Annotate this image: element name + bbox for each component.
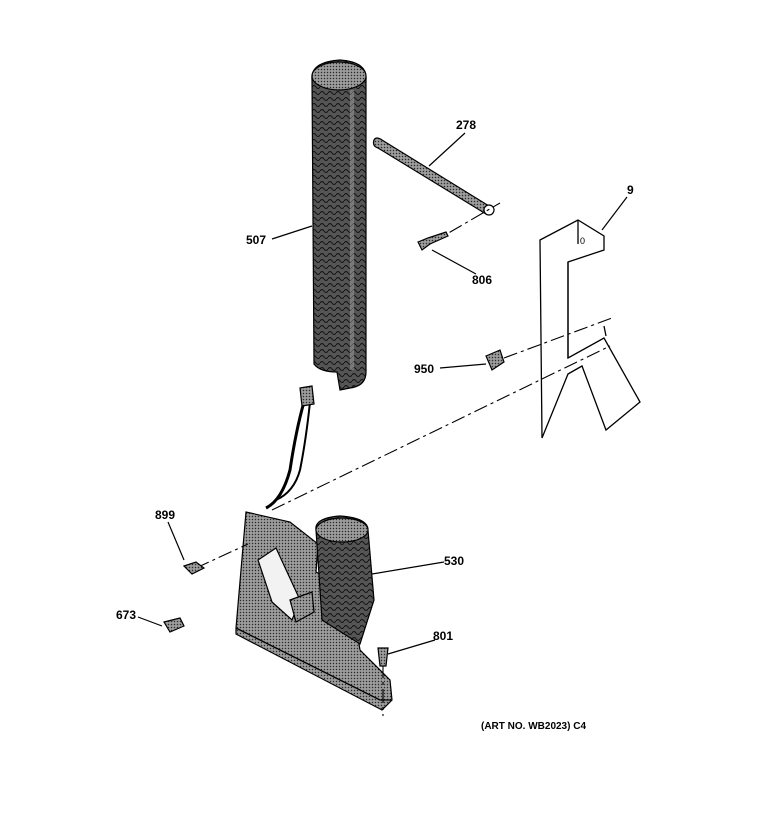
label-9: 9 bbox=[627, 183, 634, 197]
screw-899 bbox=[182, 561, 206, 575]
screw-801 bbox=[377, 647, 389, 667]
label-899: 899 bbox=[155, 508, 175, 522]
label-950: 950 bbox=[414, 362, 434, 376]
label-507: 507 bbox=[246, 233, 266, 247]
fan-motor-assembly-530 bbox=[235, 511, 393, 711]
label-530: 530 bbox=[444, 554, 464, 568]
label-806: 806 bbox=[472, 273, 492, 287]
label-278: 278 bbox=[456, 118, 476, 132]
svg-text:0: 0 bbox=[580, 236, 585, 246]
clip-950 bbox=[485, 349, 505, 371]
duct-hose-507 bbox=[311, 59, 367, 391]
label-801: 801 bbox=[433, 629, 453, 643]
label-673: 673 bbox=[116, 608, 136, 622]
wire-harness bbox=[265, 385, 315, 510]
art-number: (ART NO. WB2023) C4 bbox=[481, 721, 586, 732]
bracket-9: 0 bbox=[539, 219, 641, 439]
screw-673 bbox=[163, 617, 185, 633]
strap-278 bbox=[372, 137, 495, 216]
screw-806 bbox=[417, 231, 449, 251]
